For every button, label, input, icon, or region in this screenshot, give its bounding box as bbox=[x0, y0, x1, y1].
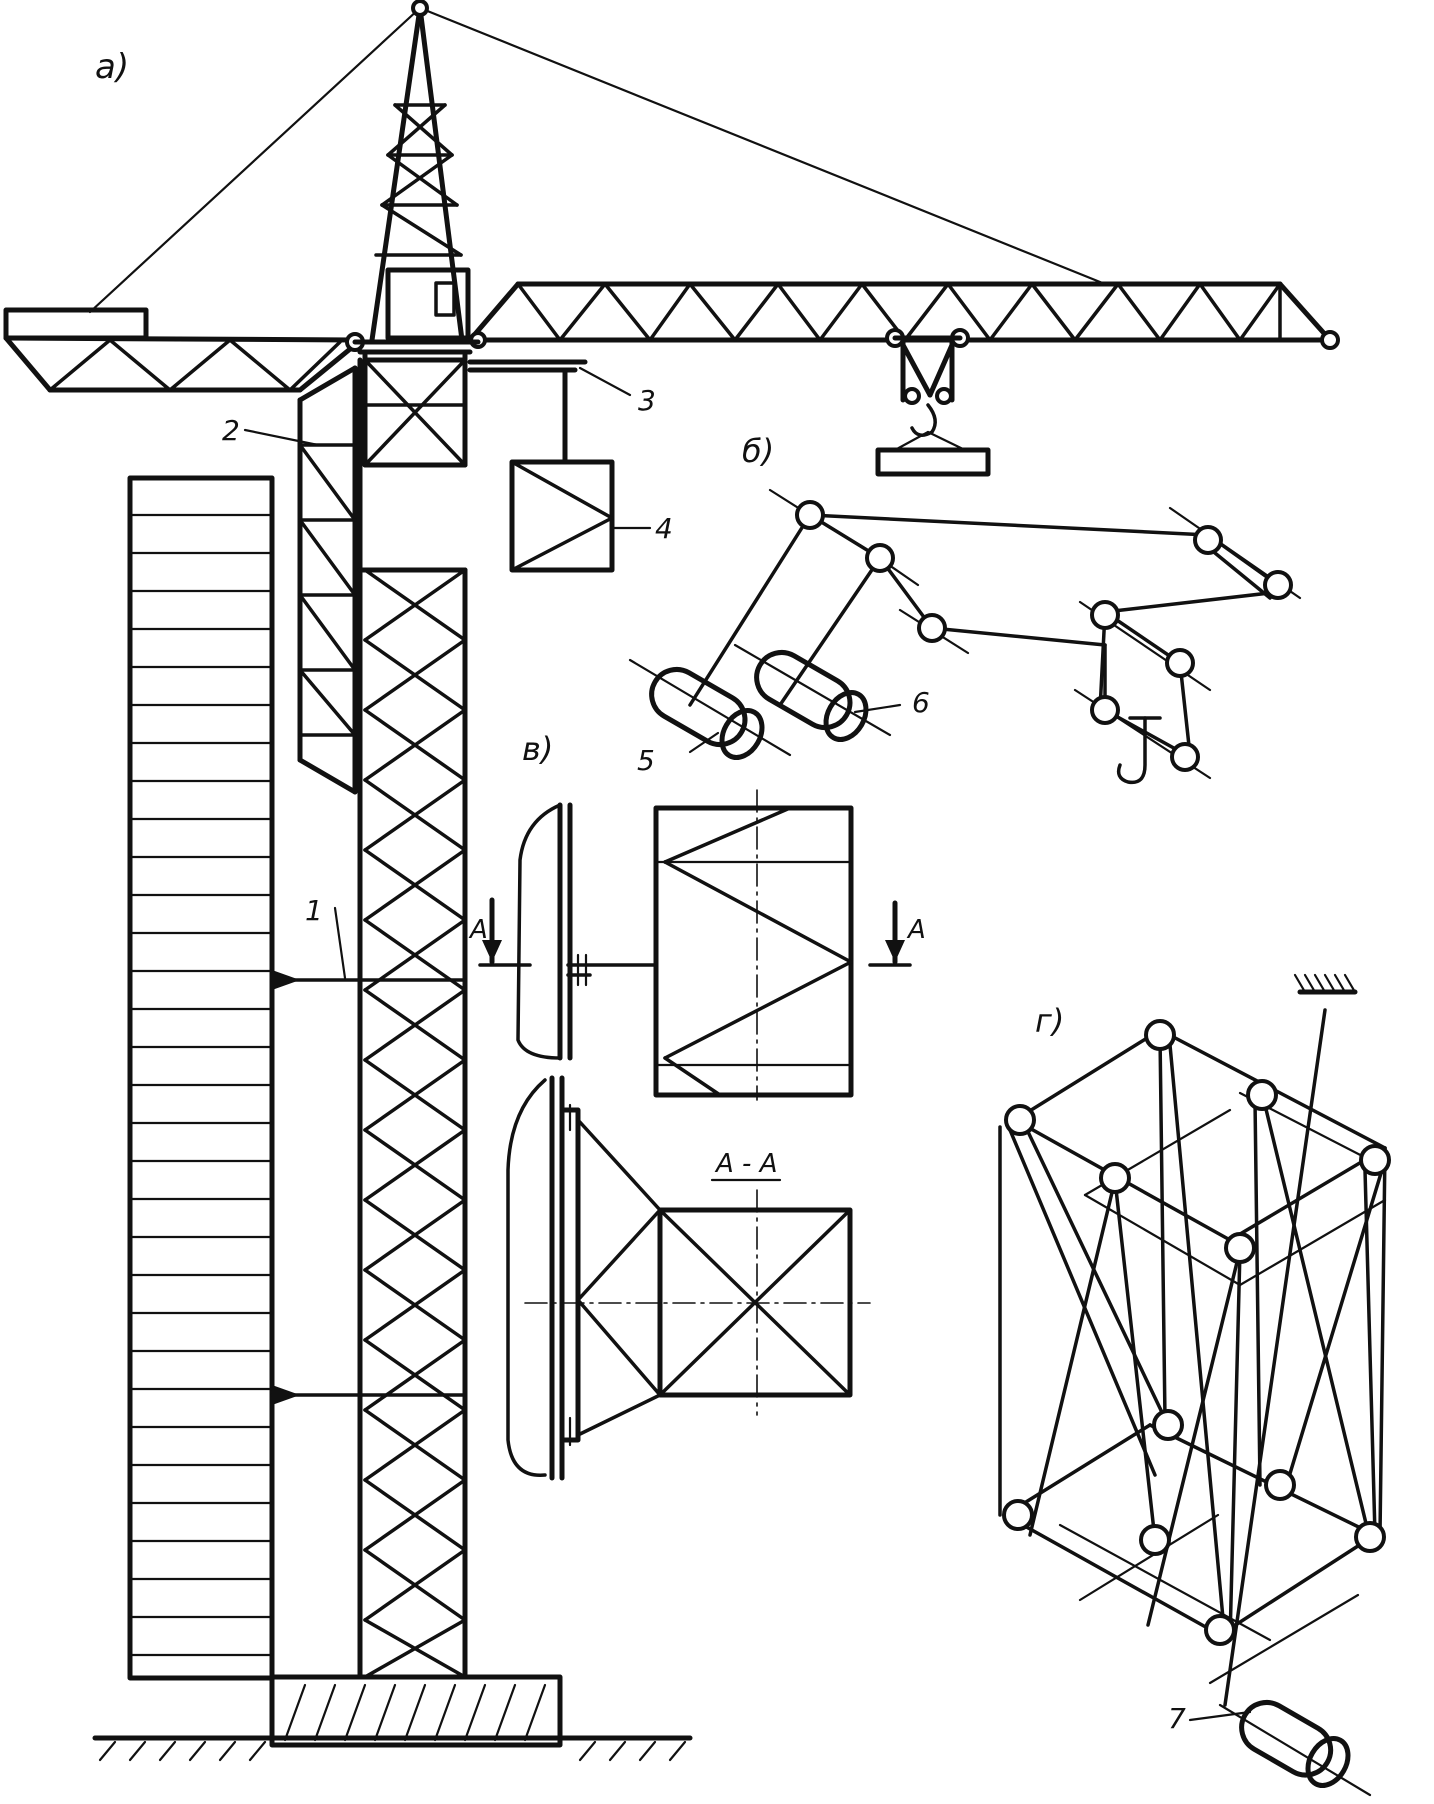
operator-cab bbox=[385, 267, 471, 341]
trolley-hook-block bbox=[875, 328, 991, 477]
label-2: 2 bbox=[222, 414, 240, 447]
section-a-right: A bbox=[906, 915, 926, 945]
building bbox=[127, 475, 275, 1681]
label-3: 3 bbox=[638, 384, 656, 417]
label-6: 6 bbox=[912, 686, 930, 719]
section-aa-title: A - A bbox=[714, 1149, 777, 1179]
leader-lines-a bbox=[243, 366, 652, 980]
view-v-tie-detail: в) A A A - A bbox=[468, 730, 926, 1481]
view-g-pulley-block: г) 7 bbox=[998, 973, 1391, 1797]
label-v: в) bbox=[522, 730, 553, 768]
drum-6 bbox=[733, 643, 892, 742]
tower-mast bbox=[357, 357, 468, 1680]
label-4: 4 bbox=[655, 512, 673, 545]
tower-head bbox=[369, 0, 465, 343]
pendant-ropes bbox=[88, 6, 1107, 314]
counter-jib bbox=[3, 307, 365, 393]
climbing-section-2 bbox=[297, 365, 358, 795]
ties-1 bbox=[270, 970, 467, 1405]
label-1: 1 bbox=[305, 894, 323, 927]
jib-boom bbox=[352, 281, 1340, 355]
beam-3 bbox=[467, 359, 588, 465]
foundation bbox=[269, 1674, 563, 1748]
counterweight-4 bbox=[509, 459, 615, 573]
label-a: а) bbox=[95, 47, 129, 87]
label-b: б) bbox=[742, 432, 774, 470]
drum-5 bbox=[628, 658, 792, 760]
view-a-crane: а) 1 2 3 4 bbox=[3, 0, 1340, 1762]
label-g: г) bbox=[1035, 1002, 1064, 1040]
section-a-left: A bbox=[468, 915, 488, 945]
ground-line bbox=[92, 1735, 693, 1762]
label-7: 7 bbox=[1168, 1702, 1186, 1735]
drum-7 bbox=[1218, 1700, 1372, 1797]
view-b-reeving: б) 5 6 bbox=[628, 432, 1302, 785]
label-5: 5 bbox=[637, 744, 655, 777]
tower-upper-section bbox=[362, 352, 468, 468]
